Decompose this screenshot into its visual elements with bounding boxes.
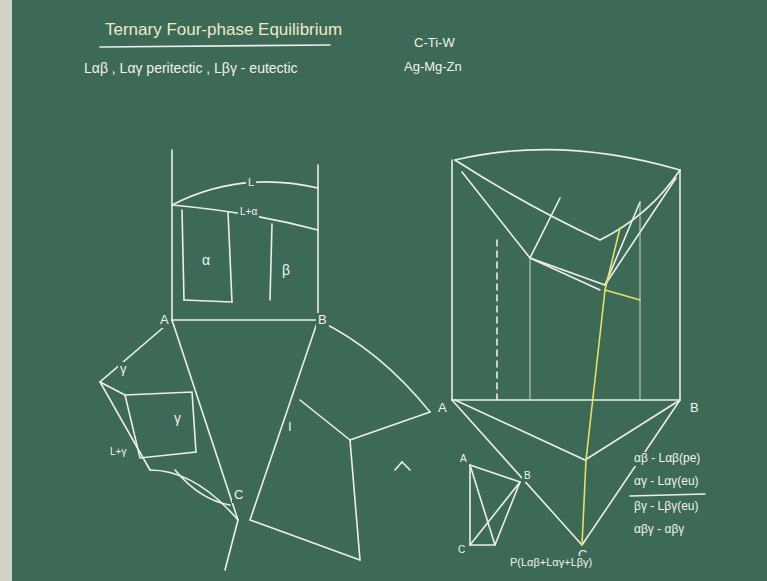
chalk-label: P(Lαβ+Lαγ+Lβγ) <box>508 556 594 569</box>
chalk-label: A <box>158 313 171 328</box>
chalk-label: A <box>458 453 469 465</box>
chalk-label: β <box>280 262 292 278</box>
chalk-label: C <box>232 488 245 503</box>
board-edge <box>0 0 12 581</box>
chalk-label: C <box>456 544 467 556</box>
chalk-label: γ <box>172 410 183 426</box>
chalk-label: L+γ <box>108 446 128 458</box>
chalk-label: A <box>436 401 449 416</box>
chalk-label: αβ - Lαβ(pe) <box>632 452 702 466</box>
yellow-chalk-lines <box>582 228 640 545</box>
chalk-label: B <box>316 313 329 328</box>
chalk-lines <box>100 45 705 570</box>
chalk-label: L <box>246 176 256 189</box>
chalk-label: γ <box>118 362 129 377</box>
chalk-label: αγ - Lαγ(eu) <box>632 475 701 489</box>
board-title: Ternary Four-phase Equilibrium <box>103 20 344 40</box>
chalk-label: L+α <box>238 206 259 218</box>
chalk-label: αβγ - αβγ <box>632 523 686 537</box>
chalk-label: C-Ti-W <box>412 36 457 51</box>
chalk-label: α <box>200 252 212 268</box>
chalk-label: B <box>688 401 701 416</box>
chalk-label: I <box>286 420 294 435</box>
chalk-label: B <box>522 470 533 482</box>
chalk-label: Ag-Mg-Zn <box>402 60 464 75</box>
chalk-label: βγ - Lβγ(eu) <box>632 500 700 514</box>
chalk-label: Lαβ , Lαγ peritectic , Lβγ - eutectic <box>82 60 300 76</box>
